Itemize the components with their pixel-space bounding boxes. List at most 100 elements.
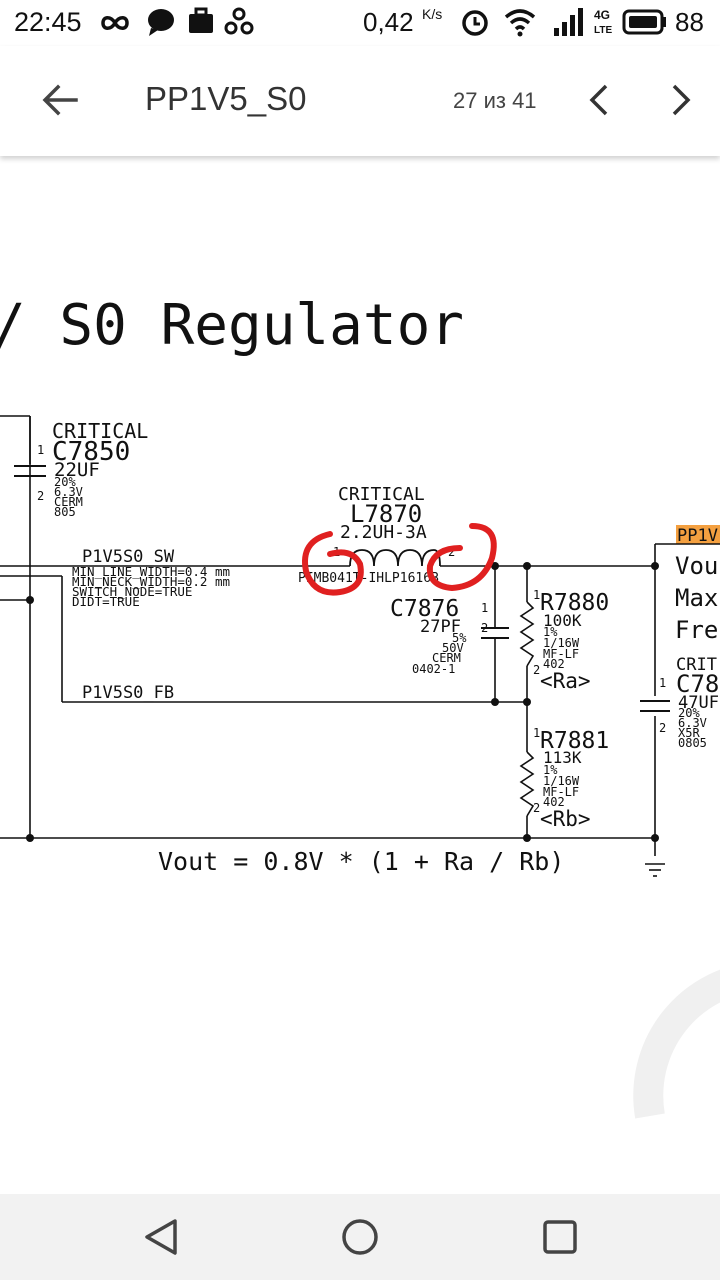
rail-label: PP1V (677, 526, 718, 546)
schematic-wires (0, 415, 665, 877)
output-cap-critical: CRIT (676, 655, 717, 675)
status-bar: 22:45 0,42 K/s 4G LTE 88 (0, 0, 720, 46)
back-button[interactable] (38, 78, 82, 122)
r7880-spec-tolerance: 1% (543, 625, 558, 639)
c7850-spec-voltage: 6.3V (54, 485, 83, 499)
c7850-value: 22UF (54, 459, 100, 481)
c7876-pin2: 2 (481, 621, 488, 635)
nav-recents-button[interactable] (537, 1214, 583, 1260)
share-icon (224, 7, 254, 35)
r7880-pin2: 2 (533, 663, 540, 677)
network-type-icon: 4G LTE (594, 8, 612, 36)
net-sw-name: P1V5S0_SW (82, 547, 175, 567)
battery-percent: 88 (675, 7, 704, 37)
hand-annotation-marks (302, 523, 497, 596)
r7880-pin1: 1 (533, 588, 540, 602)
r7881-value: 113K (543, 748, 582, 767)
resistor-r7881: R7881 1 113K 1% 1/16W MF-LF 402 2 <Rb> (519, 726, 609, 831)
schematic-heading: / S0 Regulator (0, 293, 464, 358)
c7876-spec-tolerance: 5% (452, 631, 467, 645)
r7880-ref: R7880 (540, 590, 609, 616)
signal-icon (554, 8, 583, 36)
r7881-ref: R7881 (540, 728, 609, 754)
chevron-right-icon (672, 84, 691, 116)
c7876-ref: C7876 (390, 596, 459, 622)
c7876-spec-package: 0402-1 (412, 662, 455, 676)
arrow-left-icon (42, 84, 78, 116)
r7880-spec-package: 402 (543, 657, 565, 671)
output-spec-line-3: Fre (675, 616, 718, 644)
c7876-spec-dielectric: CERM (432, 651, 461, 665)
l7870-pin2: 2 (448, 545, 455, 559)
r7881-pin1: 1 (533, 726, 540, 740)
c7850-pin2: 2 (37, 489, 44, 503)
l7870-value: 2.2UH-3A (340, 522, 427, 543)
alarm-clock-icon (462, 10, 488, 36)
r7880-spec-type: MF-LF (543, 647, 579, 661)
r7880-value: 100K (543, 611, 582, 630)
battery-icon (622, 9, 666, 35)
output-cap-value: 47UF (678, 693, 719, 713)
c7850-spec-dielectric: CERM (54, 495, 83, 509)
vout-formula: Vout = 0.8V * (1 + Ra / Rb) (158, 847, 564, 876)
junction-dots (26, 562, 659, 842)
resistor-r7880: R7880 1 100K 1% 1/16W MF-LF 402 2 <Ra> (519, 588, 609, 693)
net-sw-prop-4: DIDT=TRUE (72, 594, 140, 609)
r7880-spec-power: 1/16W (543, 636, 580, 650)
output-spec-line-2: Max (675, 584, 718, 612)
c7850-spec-tolerance: 20% (54, 475, 76, 489)
nav-home-button[interactable] (337, 1214, 383, 1260)
rail-highlight (676, 525, 720, 544)
output-cap-spec-package: 0805 (678, 736, 707, 750)
r7881-label: <Rb> (540, 807, 591, 831)
annotation-circle-pin1 (302, 531, 364, 596)
chevron-left-icon (589, 84, 608, 116)
wifi-icon (504, 9, 536, 37)
output-cap-pin1: 1 (659, 676, 666, 690)
chat-bubble-icon (148, 9, 174, 36)
page-title: PP1V5_S0 (145, 80, 307, 117)
briefcase-icon (189, 7, 213, 33)
r7881-spec-package: 402 (543, 795, 565, 809)
l7870-critical: CRITICAL (338, 484, 425, 505)
c7850-critical: CRITICAL (52, 419, 148, 443)
net-sw-prop-2: MIN_NECK_WIDTH=0.2 mm (72, 574, 230, 589)
annotation-circle-pin2 (426, 523, 497, 592)
c7876-value: 27PF (420, 617, 461, 637)
c7876-pin1: 1 (481, 601, 488, 615)
watermark (633, 969, 720, 1119)
r7881-spec-tolerance: 1% (543, 763, 558, 777)
previous-page-button[interactable] (580, 78, 620, 122)
svg-text:LTE: LTE (594, 25, 612, 36)
net-sw-prop-3: SWITCH_NODE=TRUE (72, 584, 192, 599)
infinity-icon (101, 16, 129, 30)
net-fb-name: P1V5S0_FB (82, 683, 174, 703)
c7850-ref: C7850 (52, 437, 130, 467)
output-cap-pin2: 2 (659, 721, 666, 735)
inductor-l7870: CRITICAL L7870 2.2UH-3A PIMB041T-IHLP161… (298, 484, 455, 586)
square-recents-icon (543, 1220, 577, 1254)
output-cap-ref: C78 (676, 670, 719, 698)
r7881-spec-type: MF-LF (543, 785, 579, 799)
system-nav-bar (0, 1194, 720, 1280)
document-viewer[interactable]: / S0 Regulator (0, 156, 720, 1194)
r7880-label: <Ra> (540, 669, 591, 693)
output-cap-spec-dielectric: X5R (678, 726, 700, 740)
r7881-spec-power: 1/16W (543, 774, 580, 788)
app-bar: PP1V5_S0 27 из 41 (0, 46, 720, 156)
next-page-button[interactable] (660, 78, 700, 122)
output-spec-line-1: Vou (675, 552, 718, 580)
capacitor-c7850: CRITICAL C7850 22UF 1 2 20% 6.3V CERM 80… (14, 419, 148, 519)
triangle-back-icon (145, 1219, 177, 1255)
nav-back-button[interactable] (139, 1214, 185, 1260)
net-speed-unit: K/s (422, 6, 443, 22)
output-cap-spec-voltage: 6.3V (678, 716, 707, 730)
schematic-page: / S0 Regulator (0, 293, 720, 1119)
c7850-pin1: 1 (37, 443, 44, 457)
output-cap-spec-tolerance: 20% (678, 706, 700, 720)
net-speed: 0,42 (363, 7, 414, 37)
status-time: 22:45 (14, 7, 82, 37)
net-sw-prop-1: MIN_LINE_WIDTH=0.4 mm (72, 564, 230, 579)
net-sw-labels: P1V5S0_SW MIN_LINE_WIDTH=0.4 mm MIN_NECK… (72, 547, 230, 609)
c7850-spec-package: 805 (54, 505, 76, 519)
